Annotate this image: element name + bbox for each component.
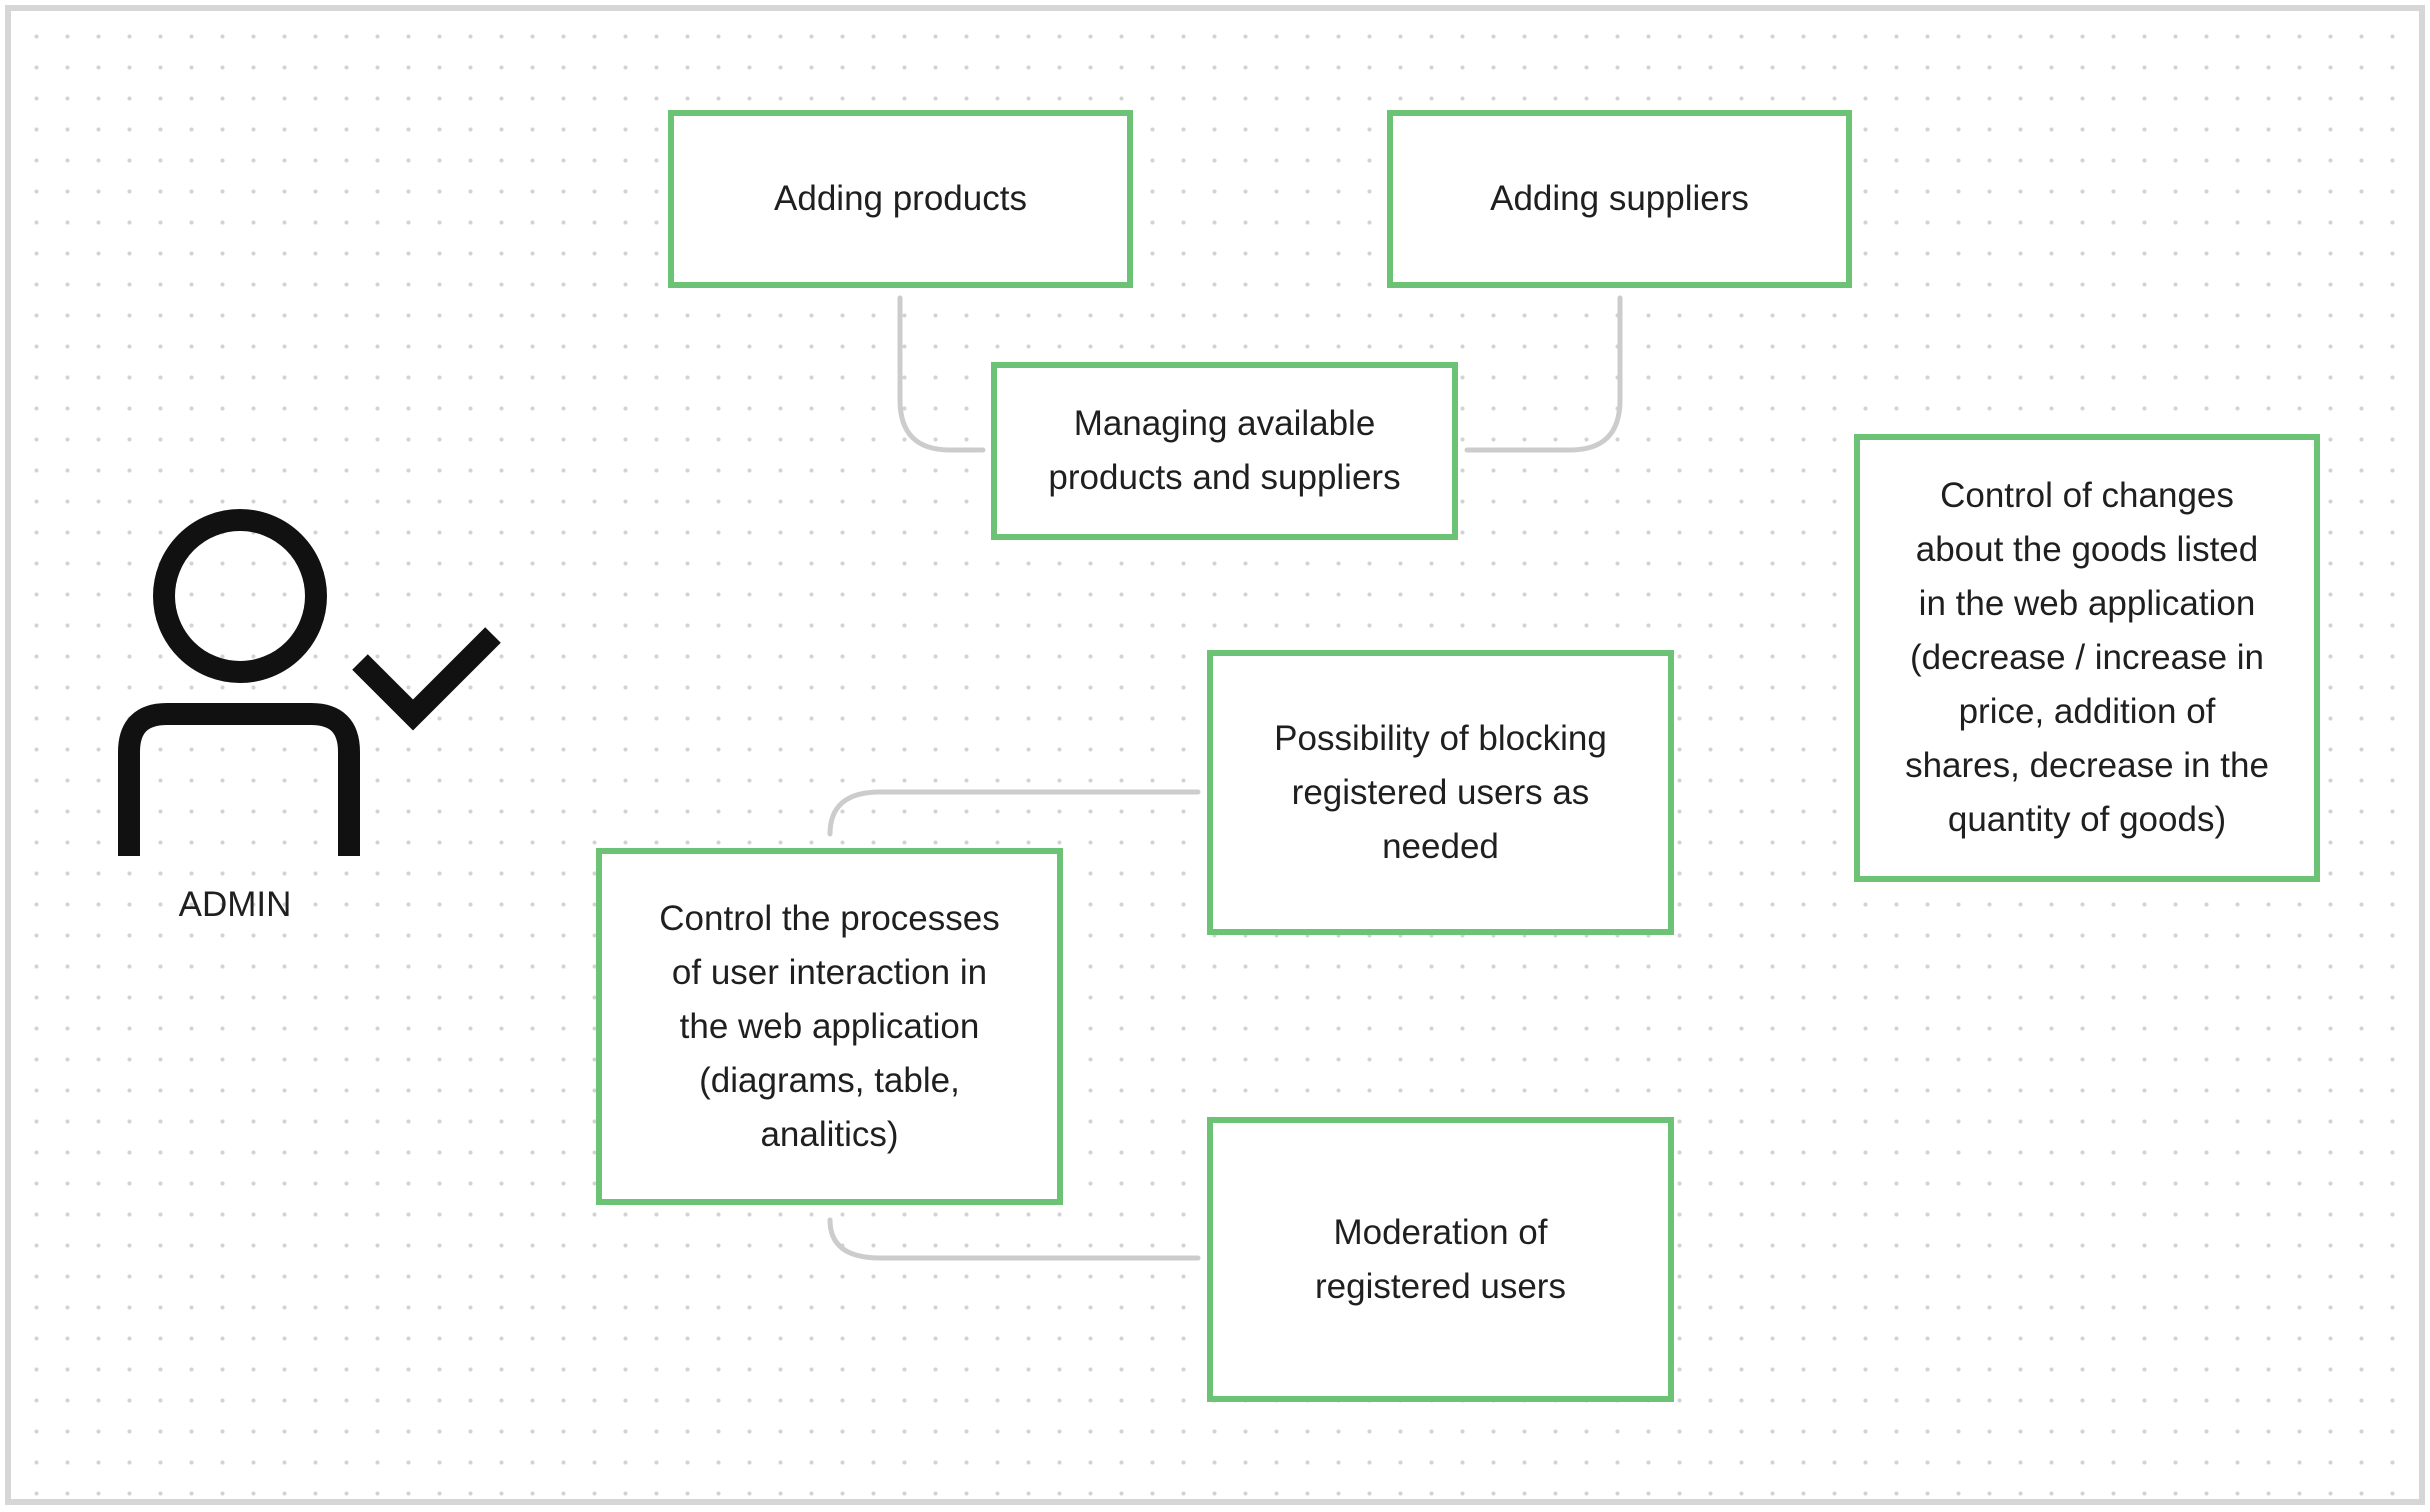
node-managing-products-suppliers: Managing available products and supplier…: [991, 362, 1458, 540]
connector-adding-suppliers-to-managing: [1464, 295, 1623, 453]
node-control-processes: Control the processes of user interactio…: [596, 848, 1063, 1205]
connector-adding-products-to-managing: [897, 295, 986, 453]
node-adding-products: Adding products: [668, 110, 1133, 288]
connector-control-processes-to-moderation: [827, 1217, 1201, 1261]
admin-label: ADMIN: [178, 885, 292, 924]
node-adding-suppliers-label: Adding suppliers: [1490, 179, 1749, 218]
node-blocking-users-label: Possibility of blocking registered users…: [1274, 718, 1607, 866]
node-moderation-users-label: Moderation of registered users: [1315, 1212, 1566, 1306]
node-control-processes-label: Control the processes of user interactio…: [659, 898, 1000, 1154]
connector-control-processes-to-blocking: [827, 789, 1201, 837]
node-moderation-users: Moderation of registered users: [1207, 1117, 1674, 1402]
node-blocking-users: Possibility of blocking registered users…: [1207, 650, 1674, 935]
node-adding-suppliers: Adding suppliers: [1387, 110, 1852, 288]
node-control-of-changes: Control of changes about the goods liste…: [1854, 434, 2320, 882]
node-adding-products-label: Adding products: [774, 179, 1027, 218]
node-control-of-changes-label: Control of changes about the goods liste…: [1905, 476, 2269, 839]
user-check-icon: [118, 509, 501, 856]
node-managing-label: Managing available products and supplier…: [1048, 404, 1401, 497]
